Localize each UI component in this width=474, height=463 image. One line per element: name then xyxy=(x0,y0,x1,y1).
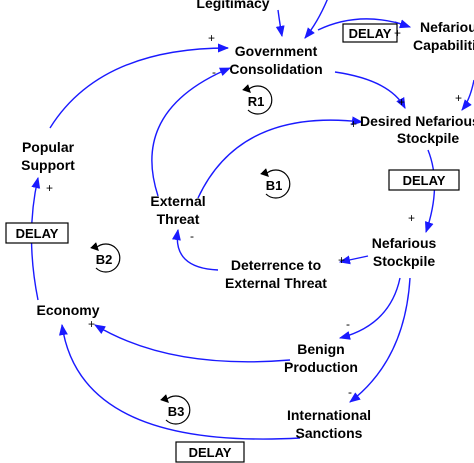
delay-right: DELAY xyxy=(388,169,460,191)
edge-deterrence-to-external xyxy=(172,228,219,271)
node-legitimacy: Legitimacy xyxy=(196,0,269,11)
node-gov-line1: Government xyxy=(235,43,318,59)
node-benign-line2: Production xyxy=(284,359,358,375)
edge-popular-to-gov xyxy=(49,43,230,129)
edge-nef-cap-to-desired xyxy=(461,79,474,111)
node-sanctions-line2: Sanctions xyxy=(296,425,363,441)
svg-text:B2: B2 xyxy=(96,252,113,267)
polarity-nef-cap-in: + xyxy=(394,26,401,40)
polarity-popular-in: + xyxy=(46,181,53,195)
loop-b2: B2 xyxy=(90,242,121,273)
edge-stockpile-to-benign xyxy=(338,277,401,340)
polarity-benign-in: - xyxy=(346,317,350,331)
polarity-deterrence-in: + xyxy=(338,253,345,267)
delay-left: DELAY xyxy=(5,222,69,244)
polarity-external-in: - xyxy=(190,229,194,243)
node-deterrence-line1: Deterrence to xyxy=(231,257,321,273)
polarity-desired-in-gov: + xyxy=(398,95,405,109)
svg-text:R1: R1 xyxy=(248,94,265,109)
edge-gov-to-nef-cap-head xyxy=(394,19,412,29)
delay-bottom: DELAY xyxy=(175,441,245,463)
node-nef-cap-line2: Capabilities xyxy=(413,37,474,53)
node-external-line2: Threat xyxy=(157,211,200,227)
edge-stockpile-to-sanctions xyxy=(349,277,411,403)
edge-offscreen-to-gov xyxy=(304,0,328,39)
polarity-gov-in-bottom: - xyxy=(212,65,216,79)
node-desired-line1: Desired Nefarious xyxy=(360,113,474,129)
node-gov-line2: Consolidation xyxy=(229,61,322,77)
svg-text:DELAY: DELAY xyxy=(16,226,59,241)
node-economy: Economy xyxy=(36,302,99,318)
loop-b3: B3 xyxy=(160,394,191,425)
node-external-line1: External xyxy=(150,193,205,209)
edge-sanctions-to-economy xyxy=(59,323,301,440)
edge-desired-to-stockpile xyxy=(425,149,436,234)
svg-text:DELAY: DELAY xyxy=(403,173,446,188)
edge-legitimacy-to-gov xyxy=(275,9,285,38)
polarity-desired-in-ext: + xyxy=(350,117,357,131)
svg-text:DELAY: DELAY xyxy=(189,445,232,460)
edge-gov-to-desired xyxy=(334,71,406,109)
node-stockpile-line2: Stockpile xyxy=(373,253,435,269)
svg-text:B3: B3 xyxy=(168,404,185,419)
polarity-gov-in-top: + xyxy=(208,31,215,45)
edge-benign-to-economy xyxy=(94,324,291,363)
loop-r1: R1 xyxy=(242,84,273,115)
node-nef-cap-line1: Nefarious xyxy=(420,19,474,35)
node-popular-line1: Popular xyxy=(22,139,75,155)
edge-external-to-gov xyxy=(151,67,232,197)
node-benign-line1: Benign xyxy=(297,341,344,357)
svg-text:B1: B1 xyxy=(266,178,283,193)
delay-top: DELAY xyxy=(342,23,398,43)
polarity-sanctions-in: - xyxy=(348,385,352,399)
edge-external-to-desired xyxy=(197,116,364,199)
node-popular-line2: Support xyxy=(21,157,75,173)
node-stockpile-line1: Nefarious xyxy=(372,235,437,251)
loop-b1: B1 xyxy=(260,168,291,199)
polarity-desired-in-cap: + xyxy=(455,91,462,105)
polarity-stockpile-in: + xyxy=(408,211,415,225)
node-sanctions-line1: International xyxy=(287,407,371,423)
edge-stockpile-to-deterrence xyxy=(338,255,369,265)
svg-text:DELAY: DELAY xyxy=(349,26,392,41)
node-desired-line2: Stockpile xyxy=(397,130,459,146)
polarity-economy-in: + xyxy=(88,317,95,331)
node-deterrence-line2: External Threat xyxy=(225,275,327,291)
